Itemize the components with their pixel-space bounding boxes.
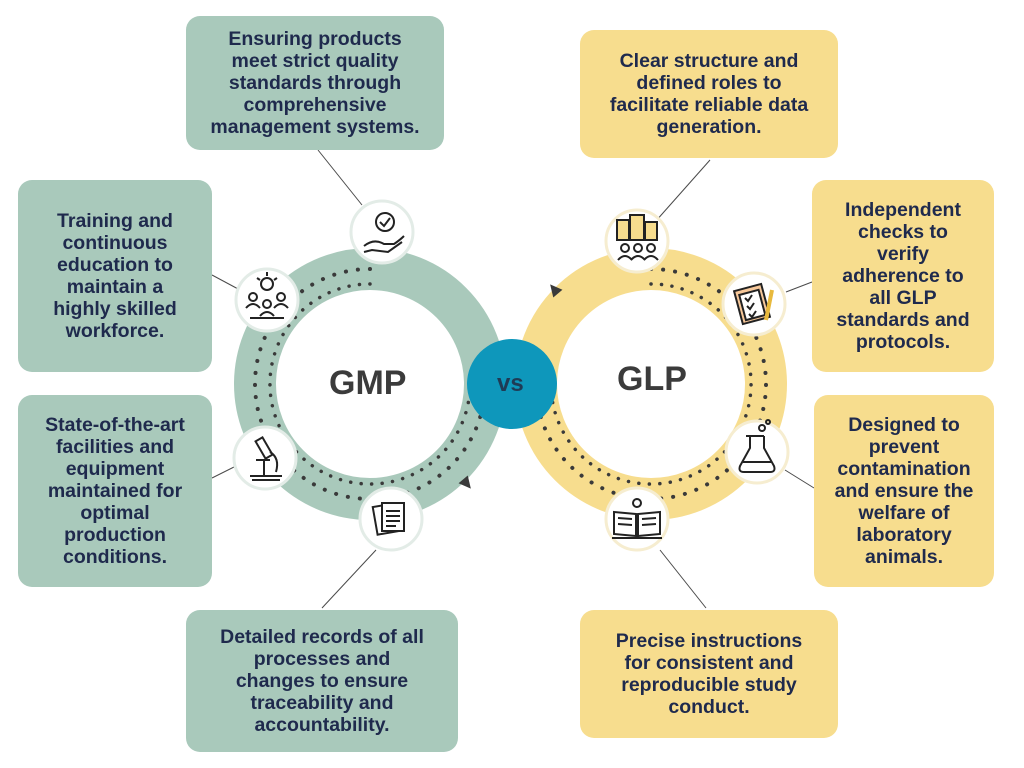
vs-circle	[467, 339, 557, 429]
icon-nodes	[232, 199, 424, 552]
documents-icon	[371, 502, 405, 536]
microscope-icon	[250, 435, 282, 481]
training-team-icon	[245, 272, 289, 319]
glp-box-quality-assurance: Independent checks to verify adherence t…	[812, 180, 994, 372]
glp-box-facilities: Designed to prevent contamination and en…	[814, 395, 994, 587]
instruction-book-icon	[612, 498, 662, 539]
glp-center-label: GLP	[617, 360, 687, 398]
glp-box-instructions: Precise instructions for consistent and …	[580, 610, 838, 738]
gmp-box-training: Training and continuous education to mai…	[18, 180, 212, 372]
organization-icon	[616, 214, 659, 261]
gmp-box-facilities: State-of-the-art facilities and equipmen…	[18, 395, 212, 587]
quality-hand-icon	[363, 212, 405, 254]
vs-label: vs	[497, 370, 524, 397]
glp-arrowhead	[550, 284, 563, 298]
flask-icon	[738, 419, 776, 473]
gmp-arrowhead	[458, 475, 471, 489]
checklist-clipboard-icon	[732, 282, 774, 326]
connector-lines	[211, 149, 815, 609]
glp-box-organization: Clear structure and defined roles to fac…	[580, 30, 838, 158]
gmp-box-documentation: Detailed records of all processes and ch…	[186, 610, 458, 752]
gmp-box-quality-management: Ensuring products meet strict quality st…	[186, 16, 444, 150]
gmp-center-label: GMP	[329, 364, 407, 402]
